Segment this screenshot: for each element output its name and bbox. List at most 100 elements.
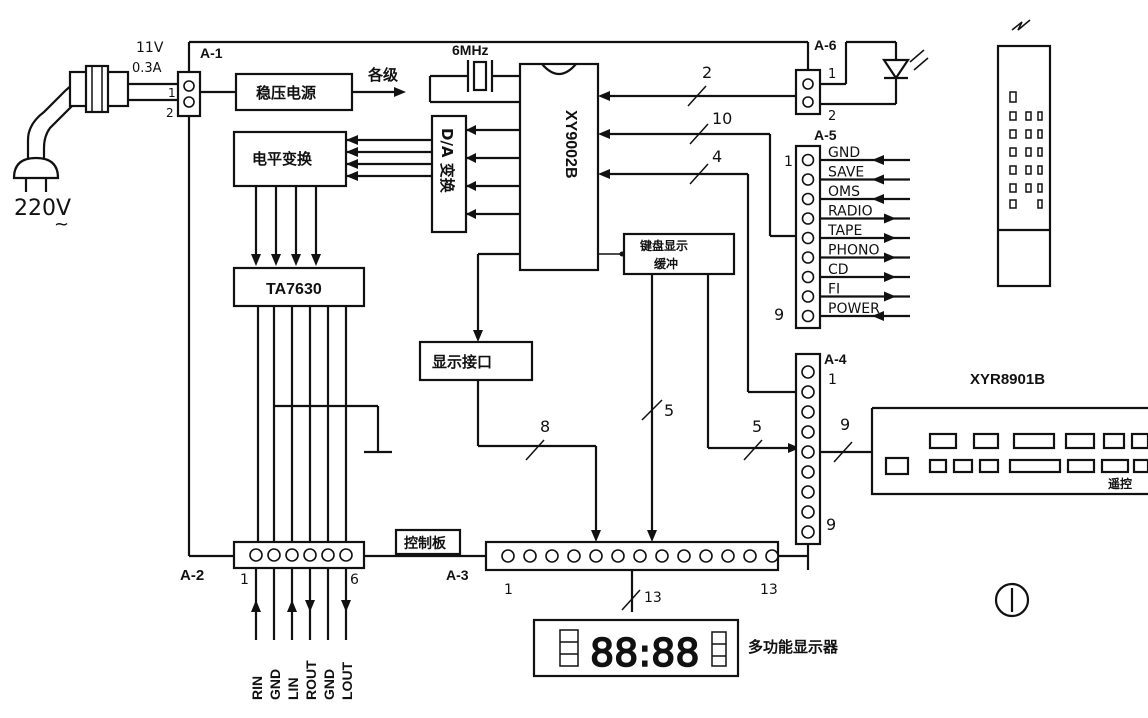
led-icon [820,40,929,106]
connector-a6 [794,68,822,116]
signal-arrow-icon [884,272,896,282]
connector-a4 [794,352,822,546]
a4-pin [801,465,815,479]
a3-pin-last: 13 [760,582,778,598]
bus-to-display [621,570,641,612]
a5-signal-save: SAVE [828,165,864,181]
connector-a1-label: A-1 [200,45,223,61]
a3-pin [523,549,537,563]
a3-pin [501,549,515,563]
a3-pin [743,549,757,563]
level-shift-block [232,130,348,188]
a5-pin-first: 1 [784,154,793,170]
bus-count-remote: 9 [840,415,850,434]
level-to-amp-lines [251,186,321,266]
bus-count-display: 13 [644,590,662,606]
a5-pin [801,290,815,303]
bus-count-to-a4: 5 [752,417,762,436]
bus-to-a6 [598,85,796,107]
a4-pin [801,525,815,539]
bus-count-key-buffer: 5 [664,401,674,420]
a3-pin [633,549,647,563]
key-buffer-label-2: 缓冲 [654,256,678,271]
a5-pin [801,270,815,284]
a5-signal-radio: RADIO [828,204,873,220]
a3-pin [655,549,669,563]
a3-pin [765,549,779,563]
a3-pin [611,549,625,563]
a3-pin [721,549,735,563]
a5-pin [801,231,815,245]
a5-signal-oms: OMS [828,184,860,200]
a3-pin [567,549,581,563]
connector-a5 [794,144,822,330]
signal-arrow-icon [872,194,884,204]
signal-lin: LIN [285,677,301,700]
a5-signal-fi: FI [828,282,840,298]
connector-a2 [232,540,366,570]
connector-a5-label: A-5 [814,127,837,143]
remote-handset [996,19,1052,288]
key-buffer-block [622,232,736,276]
chip-label: XY9002B [562,110,579,179]
signal-arrow-icon [884,291,896,302]
a3-pin [677,549,691,563]
a3-pin [545,549,559,563]
a2-pin-first: 1 [240,572,249,588]
signal-lout: LOUT [339,661,355,700]
a6-pin2: 2 [828,109,836,124]
signal-arrow-icon [884,213,896,224]
a6-pin1: 1 [828,67,836,82]
amp-to-a2-lines [256,306,392,546]
a1-pin2-label: 2 [166,106,174,120]
a4-pin [801,385,815,399]
chip-to-dac-lines [466,125,520,219]
power-supply-label: 稳压电源 [256,84,316,102]
connector-a1 [176,70,202,118]
bus-count-display-iface: 8 [540,417,550,436]
remote-model-label: XYR8901B [970,371,1045,388]
remote-receiver-panel [870,406,1148,496]
signal-arrow-icon [884,252,896,263]
a3-pin [589,549,603,563]
xy9002b-chip [518,62,600,272]
a2-io-lines [251,568,351,640]
connector-a4-label: A-4 [824,351,847,367]
signal-gnd-2: GND [321,669,337,700]
multi-display-label: 多功能显示器 [748,638,839,656]
dac-to-level-lines [346,135,432,181]
a5-pin-last: 9 [774,305,784,324]
a5-pin [801,309,815,323]
signal-gnd-1: GND [267,669,283,700]
display-interface-lines [473,252,601,542]
ta7630-label: TA7630 [266,281,322,298]
a4-pin [801,445,815,459]
signal-rin: RIN [249,676,265,700]
a4-pin [801,505,815,519]
a1-pin1-label: 1 [168,86,176,100]
connector-a2-label: A-2 [180,567,204,584]
signal-arrow-icon [872,311,884,321]
a5-pin [801,251,815,264]
a3-pin [699,549,713,563]
bus-count-a5-upper: 10 [712,109,732,128]
each-stage-label: 各级 [367,66,399,84]
a5-pin [801,173,815,186]
dac-label: D/A 变换 [438,128,456,194]
key-buffer-label-1: 键盘显示 [639,238,688,253]
connector-a3-label: A-3 [446,567,469,583]
a5-signal-tape: TAPE [827,223,862,239]
figure-number-circle [994,582,1030,618]
a4-pin [801,405,815,419]
a4-pin [801,425,815,439]
a2-signal-labels: RIN GND LIN ROUT GND LOUT [249,660,355,700]
connector-a3 [484,540,780,572]
ac-symbol: ~ [54,214,69,235]
a5-pin [801,153,815,167]
bus-to-a5 [598,123,796,394]
a4-pin-first: 1 [828,372,837,388]
ta7630-block [232,266,366,308]
